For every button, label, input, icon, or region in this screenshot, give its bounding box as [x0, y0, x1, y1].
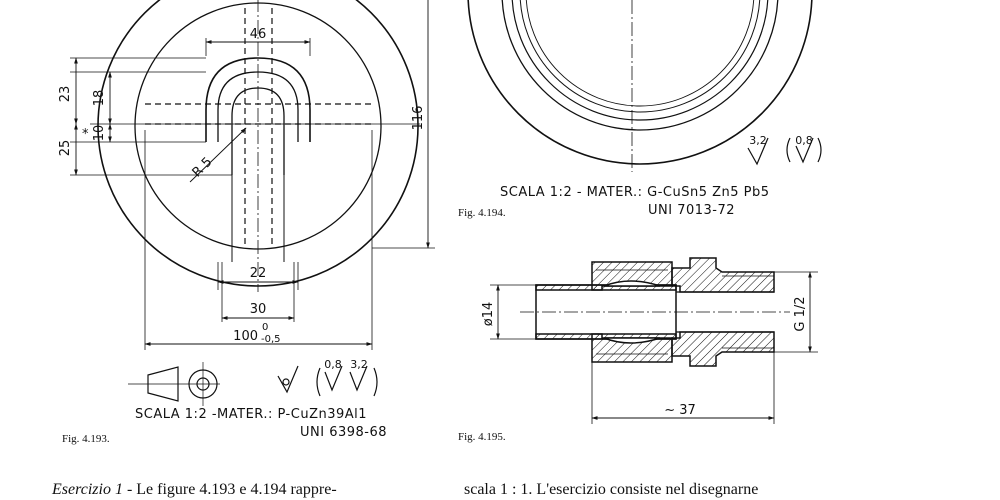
figure-4-194: [467, 0, 822, 172]
dim-r5: R 5: [190, 155, 216, 181]
exercise-text-left-rest: - Le figure 4.193 e 4.194 rappre-: [123, 481, 337, 498]
dim-100: 100: [233, 329, 258, 344]
rough194-b: 0,8: [795, 134, 813, 147]
dim-30: 30: [250, 302, 267, 317]
figure-4-195: [490, 257, 818, 424]
hidden-cross: [145, 8, 372, 248]
dim-46: 46: [250, 27, 267, 42]
scale-material-193: SCALA 1:2 -MATER.: P-CuZn39Al1: [135, 407, 367, 422]
dim-23: 23: [58, 86, 73, 103]
dim-10: 10: [92, 125, 107, 142]
dim-116: 116: [411, 106, 426, 131]
projection-symbol: [128, 362, 220, 406]
rough-value-a: 0,8: [324, 358, 342, 371]
tol-lower: -0,5: [261, 334, 281, 345]
roughness-symbols-194: [747, 137, 822, 166]
uni-194: UNI 7013-72: [648, 203, 735, 218]
rough-value-b: 3,2: [350, 358, 368, 371]
dim-25: 25: [58, 140, 73, 157]
exercise-text-right: scala 1 : 1. L'esercizio consiste nel di…: [464, 481, 758, 498]
tol-upper: 0: [262, 322, 268, 333]
uni-193: UNI 6398-68: [300, 425, 387, 440]
caption-195: Fig. 4.195.: [458, 431, 506, 443]
dim-18: 18: [92, 90, 107, 107]
dim-37: ~ 37: [664, 403, 696, 418]
dim-22: 22: [250, 266, 267, 281]
dim-g-half: G 1/2: [793, 296, 808, 331]
tolerance-star: *: [82, 127, 89, 142]
scale-material-194: SCALA 1:2 - MATER.: G-CuSn5 Zn5 Pb5: [500, 185, 770, 200]
slot-outer: [205, 57, 311, 142]
dim-dia14: ø14: [481, 302, 496, 327]
roughness-symbols-193: [277, 365, 378, 397]
caption-193: Fig. 4.193.: [62, 433, 110, 445]
exercise-text-left: Esercizio 1 - Le figure 4.193 e 4.194 ra…: [51, 481, 337, 498]
figure-4-193: [70, 0, 435, 406]
caption-194: Fig. 4.194.: [458, 207, 506, 219]
rough194-a: 3,2: [749, 134, 767, 147]
exercise-label: Esercizio 1: [51, 481, 123, 498]
